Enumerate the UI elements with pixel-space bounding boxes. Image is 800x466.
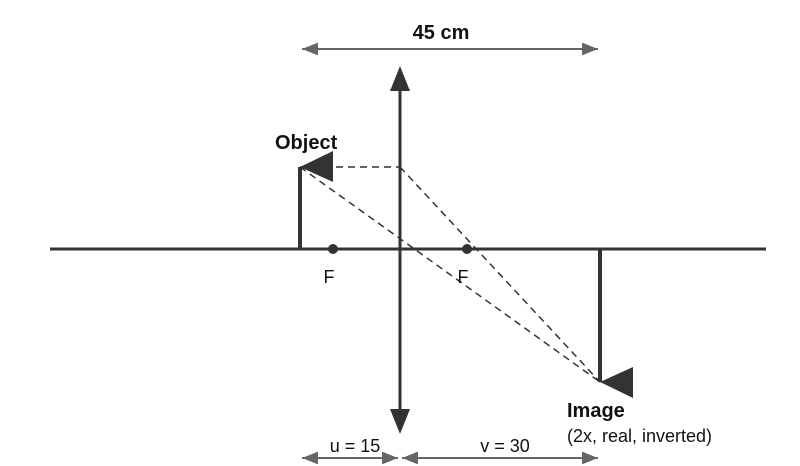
object-distance-label: u = 15 [330,436,381,456]
image-distance-label: v = 30 [480,436,530,456]
focal-label-right: F [458,267,469,287]
image-label: Image [567,400,625,422]
focal-label-left: F [324,267,335,287]
lens-top-arrowhead [390,66,410,91]
object-label: Object [275,132,338,154]
image-description: (2x, real, inverted) [567,426,712,446]
lens-bottom-arrowhead [390,409,410,434]
focal-point-left [328,244,338,254]
image-arrowhead [600,367,633,398]
focal-point-right [462,244,472,254]
refracted-ray [399,166,601,383]
object-arrowhead [300,151,333,182]
total-distance-label: 45 cm [413,22,470,44]
central-ray [299,166,601,383]
